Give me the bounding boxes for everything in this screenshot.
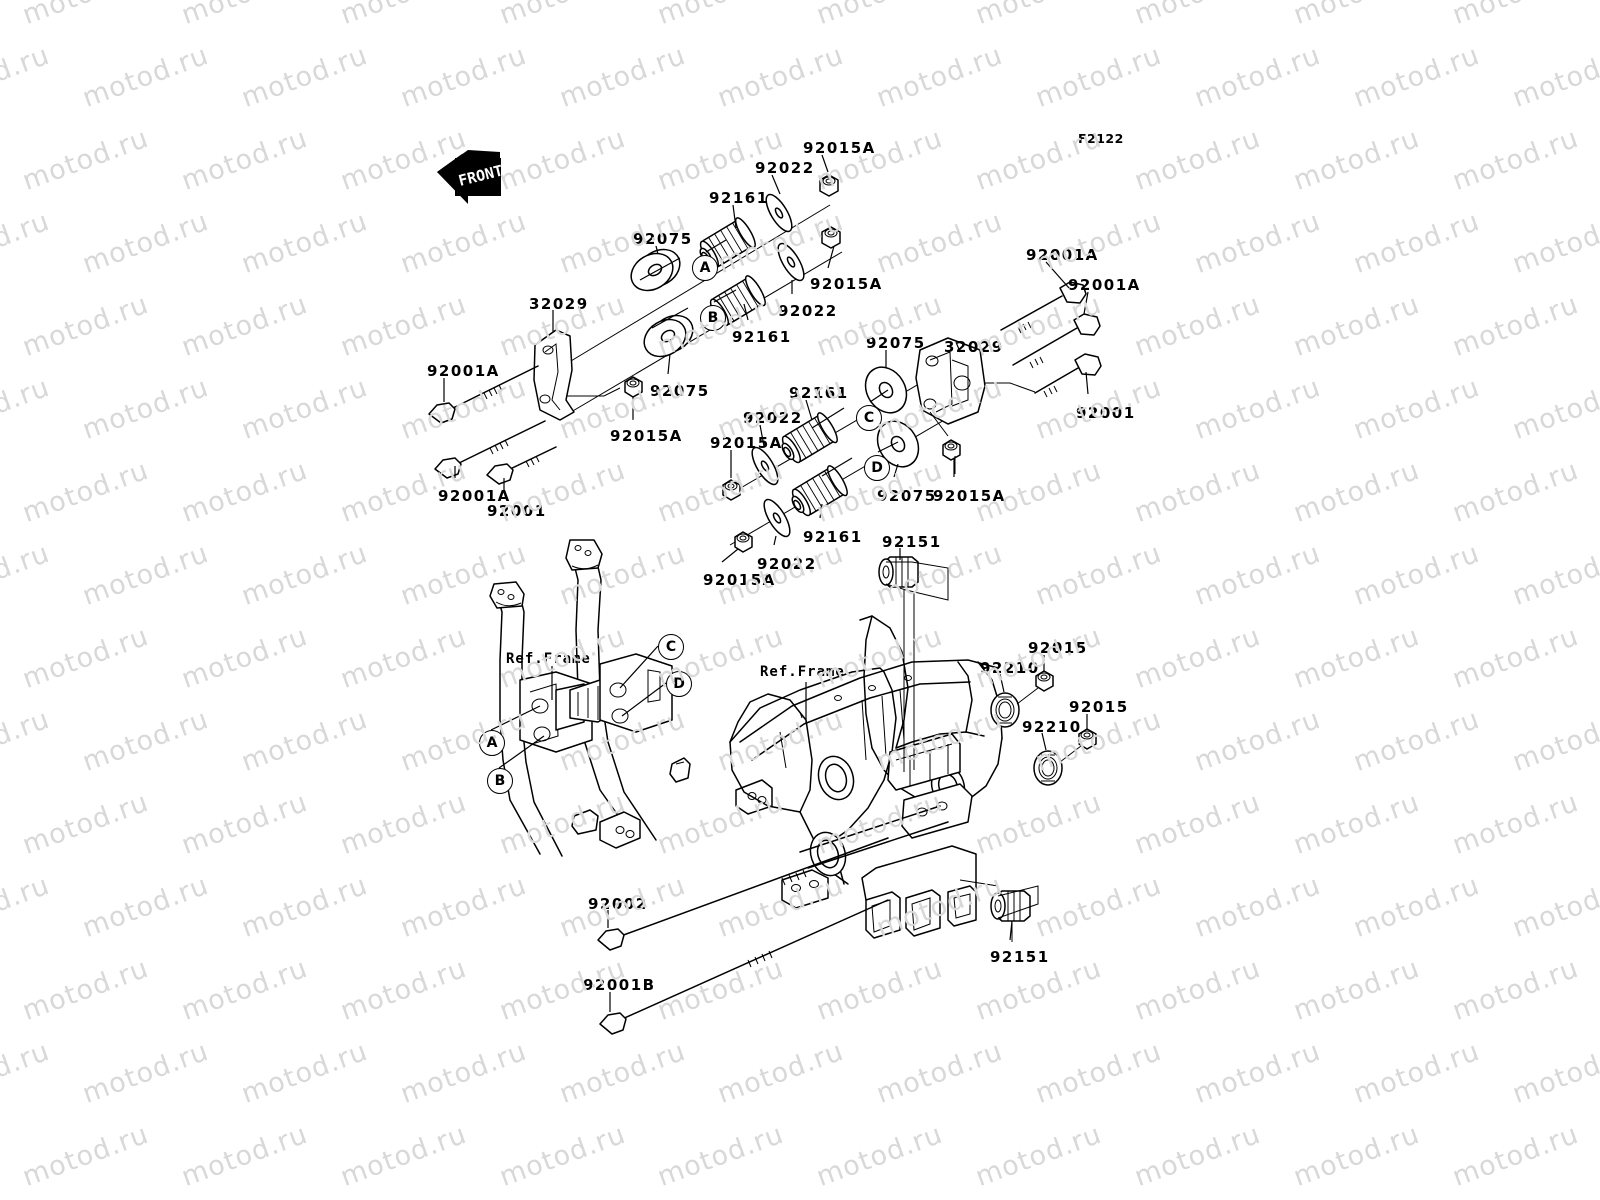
part-92022-c [751, 446, 779, 486]
part-92151-top [878, 556, 919, 588]
part-label-92001: 92001 [1076, 404, 1136, 422]
part-label-92151: 92151 [990, 948, 1050, 966]
callout-b: B [487, 768, 513, 794]
part-92002 [597, 837, 889, 951]
callout-d: D [864, 455, 890, 481]
part-92015A-c [722, 479, 741, 501]
part-label-92161: 92161 [732, 328, 792, 346]
part-92151-bottom [990, 890, 1031, 922]
part-label-92001b: 92001B [583, 976, 656, 994]
part-92075-upper [630, 248, 681, 292]
part-92015A-left [624, 376, 643, 398]
part-92022-lower [777, 242, 805, 282]
part-label-92022: 92022 [755, 159, 815, 177]
part-label-32029: 32029 [529, 295, 589, 313]
part-92022-upper [765, 193, 793, 233]
callout-a: A [479, 730, 505, 756]
part-label-92210: 92210 [980, 659, 1040, 677]
part-92161-c [781, 412, 838, 464]
part-label-92015: 92015 [1028, 639, 1088, 657]
part-label-92015a: 92015A [703, 571, 776, 589]
part-label-92075: 92075 [866, 334, 926, 352]
callout-c: C [856, 405, 882, 431]
part-label-92210: 92210 [1022, 718, 1082, 736]
part-label-92001a: 92001A [438, 487, 511, 505]
part-label-92022: 92022 [743, 409, 803, 427]
part-label-92001a: 92001A [1068, 276, 1141, 294]
front-arrow-icon: FRONT [437, 150, 505, 204]
part-92210-upper [990, 692, 1020, 728]
part-92015A-ll [821, 226, 841, 249]
part-label-92022: 92022 [757, 555, 817, 573]
callout-a: A [692, 255, 718, 281]
part-label-92001a: 92001A [427, 362, 500, 380]
part-92001A-right-1 [1000, 281, 1087, 334]
part-92075-d [876, 420, 920, 468]
part-label-92001a: 92001A [1026, 246, 1099, 264]
part-92001B [599, 899, 889, 1035]
callout-d: D [666, 671, 692, 697]
part-label-92015a: 92015A [710, 434, 783, 452]
part-label-92161: 92161 [803, 528, 863, 546]
part-92022-d [763, 498, 791, 538]
part-92015A-right-low [942, 439, 961, 461]
diagram-code: F2122 [1078, 131, 1124, 146]
part-92075-lower [643, 314, 694, 358]
part-label-92075: 92075 [877, 487, 937, 505]
callout-c: C [658, 634, 684, 660]
part-92001-left [486, 446, 557, 485]
part-label-92001: 92001 [487, 502, 547, 520]
part-92210-lower [1033, 750, 1063, 786]
part-label-92015a: 92015A [610, 427, 683, 445]
part-92001A-left-1 [428, 365, 539, 424]
leader-lines [443, 154, 1089, 1012]
part-label-32029: 32029 [944, 338, 1004, 356]
part-32029-right [915, 337, 986, 425]
part-label-92015a: 92015A [803, 139, 876, 157]
part-92001A-left-2 [434, 420, 546, 479]
part-label-92075: 92075 [633, 230, 693, 248]
ref-frame-label-right: Ref.Frame [760, 664, 845, 680]
part-label-92015: 92015 [1069, 698, 1129, 716]
part-32029-left [533, 329, 575, 421]
callout-b: B [700, 305, 726, 331]
part-label-92075: 92075 [650, 382, 710, 400]
part-92001-right [1034, 353, 1102, 398]
part-label-92015a: 92015A [933, 487, 1006, 505]
ref-frame-label-left: Ref.Frame [506, 651, 591, 667]
part-label-92161: 92161 [789, 384, 849, 402]
frame-assembly [489, 539, 1003, 939]
part-92015A-ul [819, 174, 839, 197]
part-label-92161: 92161 [709, 189, 769, 207]
part-label-92151: 92151 [882, 533, 942, 551]
part-label-92015a: 92015A [810, 275, 883, 293]
part-label-92022: 92022 [778, 302, 838, 320]
part-92015A-d [734, 531, 753, 553]
part-label-92002: 92002 [588, 895, 648, 913]
part-92161-d [791, 465, 848, 517]
